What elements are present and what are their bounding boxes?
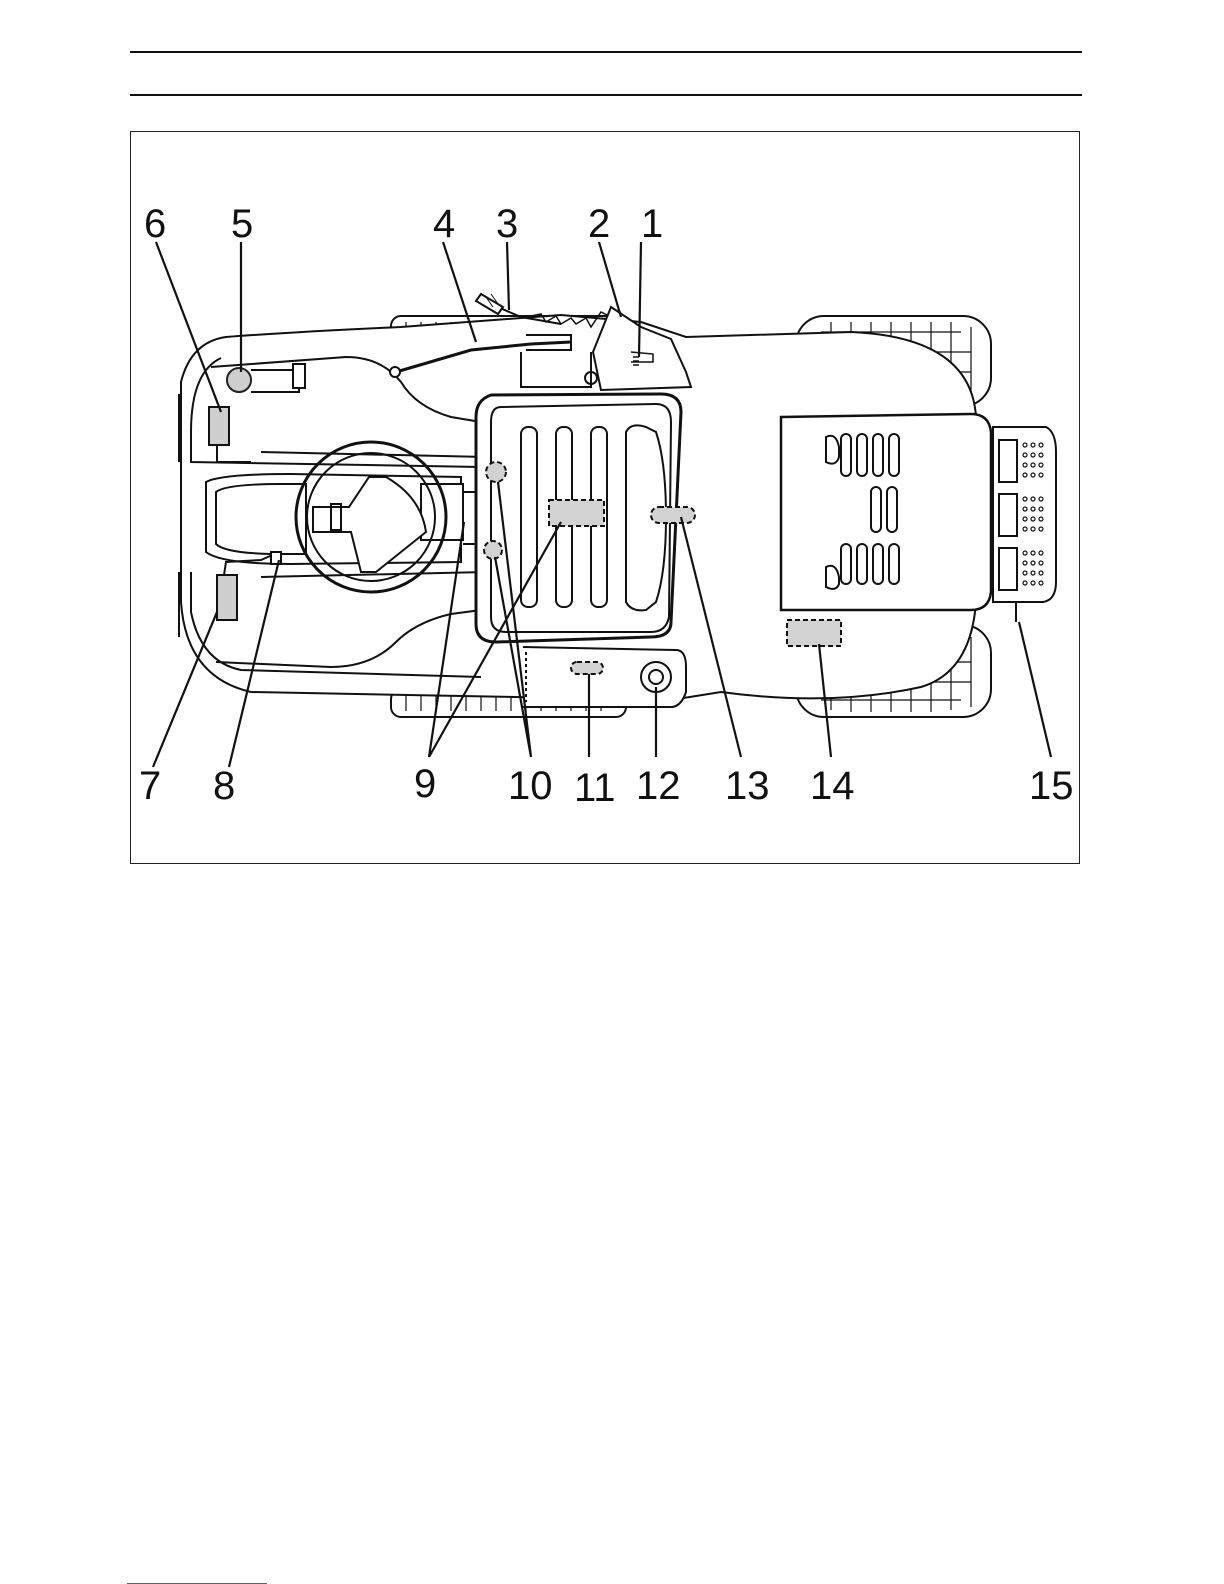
callout-8: 8 bbox=[213, 766, 235, 806]
callout-2: 2 bbox=[588, 204, 610, 244]
indicator-6 bbox=[209, 407, 229, 445]
callout-10: 10 bbox=[508, 766, 553, 806]
engine-hood bbox=[781, 414, 991, 610]
decal-9 bbox=[549, 500, 604, 526]
callout-11: 11 bbox=[574, 768, 616, 808]
callout-5: 5 bbox=[231, 204, 253, 244]
callout-12: 12 bbox=[636, 766, 681, 806]
callout-3: 3 bbox=[496, 204, 518, 244]
header-rule-top bbox=[130, 51, 1082, 53]
indicator-7 bbox=[217, 575, 237, 620]
callout-9: 9 bbox=[414, 764, 436, 804]
front-grille bbox=[993, 427, 1056, 602]
callout-4: 4 bbox=[433, 204, 455, 244]
callout-7: 7 bbox=[139, 766, 161, 806]
choke-5 bbox=[227, 368, 251, 392]
header-rule-bottom bbox=[130, 94, 1082, 96]
decal-10-upper bbox=[486, 462, 506, 482]
decal-11 bbox=[571, 662, 603, 674]
decal-10-lower bbox=[484, 541, 502, 559]
callout-6: 6 bbox=[144, 204, 166, 244]
mower-top-view-figure: 1 2 3 4 5 6 7 8 9 10 11 12 13 14 15 bbox=[130, 131, 1080, 864]
callout-14: 14 bbox=[810, 766, 855, 806]
callout-15: 15 bbox=[1029, 766, 1074, 806]
decal-13 bbox=[651, 507, 695, 523]
callout-13: 13 bbox=[725, 766, 770, 806]
callout-1: 1 bbox=[641, 204, 663, 244]
decal-14 bbox=[787, 620, 841, 646]
